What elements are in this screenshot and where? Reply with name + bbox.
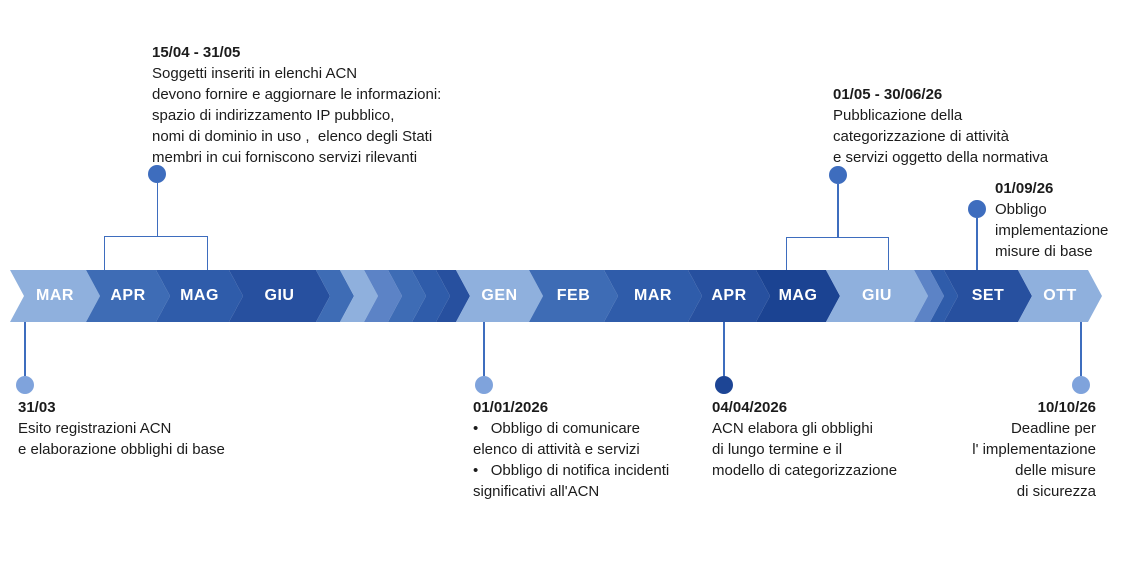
event-block-0101: 01/01/2026 • Obbligo di comunicare elenco… [473,397,669,502]
event-text-line: nomi di dominio in uso , elenco degli St… [152,128,433,145]
event-dot-0105 [829,166,847,184]
event-text-line: l' implementazione [972,441,1096,458]
event-text-line: Soggetti inseriti in elenchi ACN [152,65,358,82]
event-dot-0404 [715,376,733,394]
event-text-line: e elaborazione obblighi di base [18,441,225,458]
event-lines: ACN elabora gli obblighi di lungo termine… [712,418,897,481]
timeline-segment-gen-10: GEN [456,270,543,322]
event-block-1504: 15/04 - 31/05 Soggetti inseriti in elenc… [152,42,441,168]
month-label: MAR [634,287,672,304]
event-text-line: di lungo termine e il [712,441,843,458]
event-block-1010: 10/10/26 Deadline per l' implementazione d… [936,397,1096,502]
event-text-line: • Obbligo di notifica incidenti [473,462,670,479]
event-text-line: ACN elabora gli obblighi [712,420,873,437]
event-date: 15/04 - 31/05 [152,44,241,61]
event-text-line: membri in cui forniscono servizi rilevan… [152,149,418,166]
event-text-line: spazio di indirizzamento IP pubblico, [152,107,395,124]
event-block-0105: 01/05 - 30/06/26 Pubblicazione della cate… [833,84,1048,168]
timeline-segment-mag-2: MAG [156,270,243,322]
event-lines: Pubblicazione della categorizzazione di a… [833,105,1048,168]
event-block-0109: 01/09/26 Obbligo implementazione misure di… [995,178,1108,262]
event-date: 01/05 - 30/06/26 [833,86,943,103]
month-label: GIU [264,287,295,304]
timeline-segment-mar-12: MAR [604,270,702,322]
event-text-line: Pubblicazione della [833,107,963,124]
event-text-line: elenco di attività e servizi [473,441,640,458]
month-label: MAR [36,287,74,304]
timeline-segment-mag-14: MAG [756,270,840,322]
month-label: GIU [862,287,892,304]
event-text-line: modello di categorizzazione [712,462,898,479]
month-label: FEB [556,287,591,304]
event-block-3103: 31/03 Esito registrazioni ACN e elaborazi… [18,397,225,460]
event-stem-1010 [1080,322,1082,376]
event-date: 01/09/26 [995,180,1054,197]
event-stem-0101 [483,322,485,376]
event-lines: Deadline per l' implementazione delle misu… [936,418,1096,502]
event-stem-3103 [24,322,26,376]
month-label: SET [971,287,1005,304]
month-label: APR [711,287,747,304]
event-text-line: e servizi oggetto della normativa [833,149,1049,166]
event-text-line: Esito registrazioni ACN [18,420,172,437]
event-date: 01/01/2026 [473,399,549,416]
event-text-line: Obbligo [995,201,1047,218]
event-text-line: Deadline per [1010,420,1096,437]
timeline-segment-feb-11: FEB [529,270,618,322]
timeline-segment-ott-19: OTT [1018,270,1102,322]
event-date: 10/10/26 [1037,399,1096,416]
month-label: OTT [1043,287,1077,304]
timeline-band: MAR APR MAG GIU GEN FEB MAR APR MAG GIU SET OTT [10,270,1102,322]
timeline-segment-giu-15: GIU [826,270,928,322]
month-label: APR [110,287,146,304]
event-stem-1504 [156,183,158,236]
event-dot-3103 [16,376,34,394]
event-text-line: devono fornire e aggiornare le informazi… [152,86,442,103]
event-lines: Esito registrazioni ACN e elaborazione ob… [18,418,225,460]
event-text-line: misure di base [995,243,1093,260]
month-label: MAG [778,287,818,304]
event-dot-0101 [475,376,493,394]
timeline-segment-set-18: SET [944,270,1032,322]
timeline-segment-giu-3: GIU [229,270,330,322]
event-text-line: implementazione [995,222,1109,239]
event-stem-0109 [976,218,978,270]
event-bracket-0105 [786,237,889,270]
month-label: GEN [481,287,518,304]
event-dot-0109 [968,200,986,218]
event-dot-1010 [1072,376,1090,394]
event-lines: Soggetti inseriti in elenchi ACN devono f… [152,63,441,168]
event-lines: • Obbligo di comunicare elenco di attivit… [473,418,669,502]
timeline-segment-apr-1: APR [86,270,170,322]
event-text-line: categorizzazione di attività [833,128,1009,145]
event-stem-0105 [837,184,839,237]
event-text-line: di sicurezza [1016,483,1096,500]
month-label: MAG [180,287,219,304]
event-text-line: delle misure [1015,462,1096,479]
event-lines: Obbligo implementazione misure di base [995,199,1108,262]
event-date: 04/04/2026 [712,399,788,416]
timeline-segment-mar-0: MAR [10,270,100,322]
event-text-line: • Obbligo di comunicare [473,420,640,437]
event-text-line: significativi all'ACN [473,483,600,500]
event-date: 31/03 [18,399,56,416]
event-dot-1504 [148,165,166,183]
event-bracket-1504 [104,236,208,270]
event-block-0404: 04/04/2026 ACN elabora gli obblighi di lu… [712,397,897,481]
event-stem-0404 [723,322,725,376]
